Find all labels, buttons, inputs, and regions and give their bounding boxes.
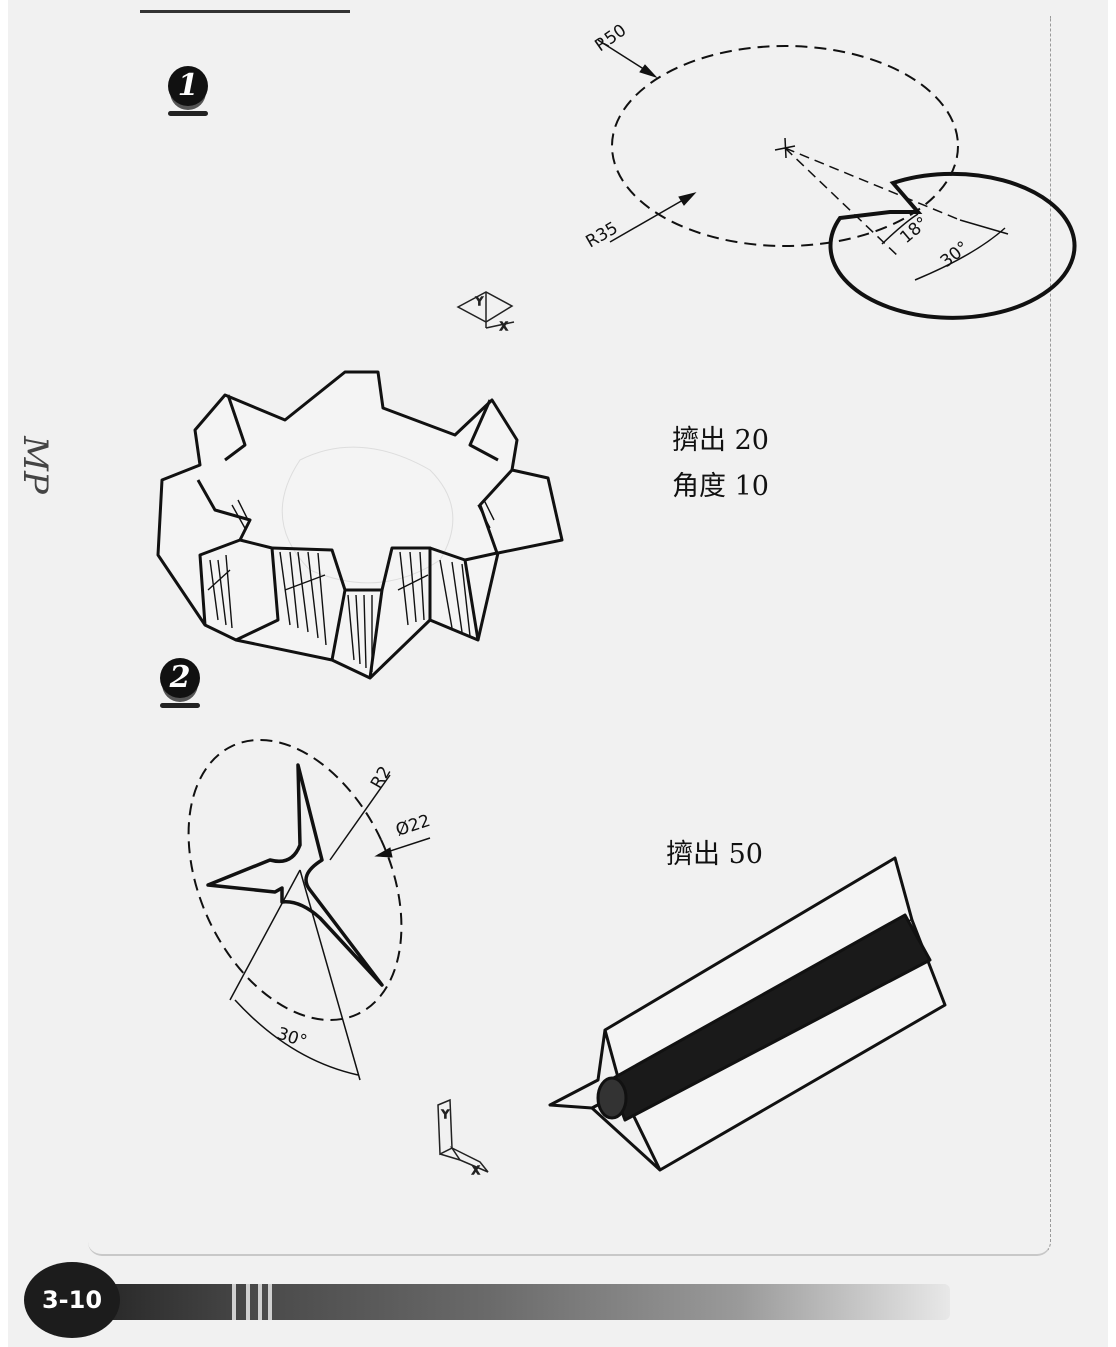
angle-30-label: 30° (937, 238, 973, 272)
r35-label: R35 (583, 218, 622, 252)
step-1-note: 擠出 20 角度 10 (672, 418, 769, 510)
angle-30-label-fig2: 30° (274, 1024, 309, 1052)
r50-label: R50 (591, 21, 630, 57)
figure-1-dimension-labels: R50 R35 18° 30° (583, 21, 973, 272)
header-rule (140, 0, 350, 13)
outer-circle-r50 (611, 45, 959, 247)
keyed-circle-profile (828, 171, 1077, 320)
axis-1-x-label: X (500, 320, 508, 333)
gear-hatching (207, 499, 495, 672)
star-profile (206, 763, 384, 987)
figure-1-sketch (597, 39, 1077, 320)
axis-icon-2: Y X (437, 1098, 489, 1178)
axis-2-y-label: Y (441, 1108, 449, 1121)
axis-2-x-label: X (472, 1164, 480, 1177)
step-2-badge: 2 (160, 658, 200, 698)
page-number-badge: 3-10 (24, 1262, 120, 1338)
footer-stripe (232, 1284, 236, 1320)
r50-leader (597, 39, 651, 74)
axis-1-y-label: Y (475, 295, 483, 308)
figure-2-sketch (187, 738, 431, 1081)
figure-1-extruded-gear (156, 370, 564, 680)
footer-stripe (258, 1284, 262, 1320)
angle-18-label: 18° (896, 213, 932, 248)
r35-leader (609, 195, 691, 243)
extrude-20-label: 擠出 20 (672, 425, 769, 456)
angle-10-label: 角度 10 (672, 471, 769, 502)
footer-stripe (268, 1284, 272, 1320)
step-2-note: 擠出 50 (666, 832, 763, 878)
footer-stripe (246, 1284, 250, 1320)
step-1-badge: 1 (168, 66, 208, 106)
r2-leader (329, 774, 391, 861)
step-2-underline (160, 703, 200, 708)
page-frame (88, 16, 1051, 1256)
extrude-50-label: 擠出 50 (666, 839, 763, 870)
footer-bar (110, 1284, 950, 1320)
step-1-underline (168, 111, 208, 116)
d22-label: Ø22 (393, 811, 432, 841)
r2-label: R2 (367, 763, 396, 793)
axis-icon-1: Y X (456, 291, 515, 334)
outer-circle-d22 (187, 738, 403, 1022)
figure-2-extruded-prism (548, 856, 947, 1172)
